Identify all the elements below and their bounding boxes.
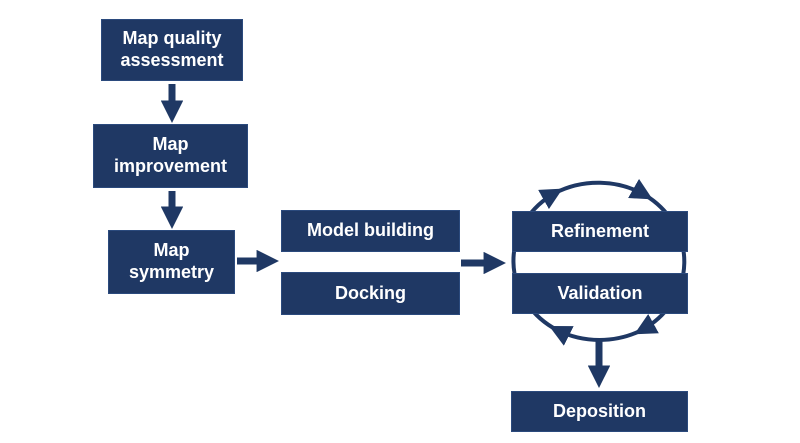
node-map-quality-assessment: Map quality assessment <box>101 19 243 81</box>
node-map-improvement: Map improvement <box>93 124 248 188</box>
cycle-arc-left <box>511 188 563 332</box>
cycle-arc-bottom <box>549 326 643 346</box>
node-model-building: Model building <box>281 210 460 252</box>
node-deposition: Deposition <box>511 391 688 432</box>
cycle-arc-right <box>634 193 687 335</box>
node-map-symmetry: Map symmetry <box>108 230 235 294</box>
node-docking: Docking <box>281 272 460 315</box>
node-validation: Validation <box>512 273 688 314</box>
cycle-arrow-icon <box>511 178 687 346</box>
node-refinement: Refinement <box>512 211 688 252</box>
cycle-arc-top <box>554 178 653 200</box>
